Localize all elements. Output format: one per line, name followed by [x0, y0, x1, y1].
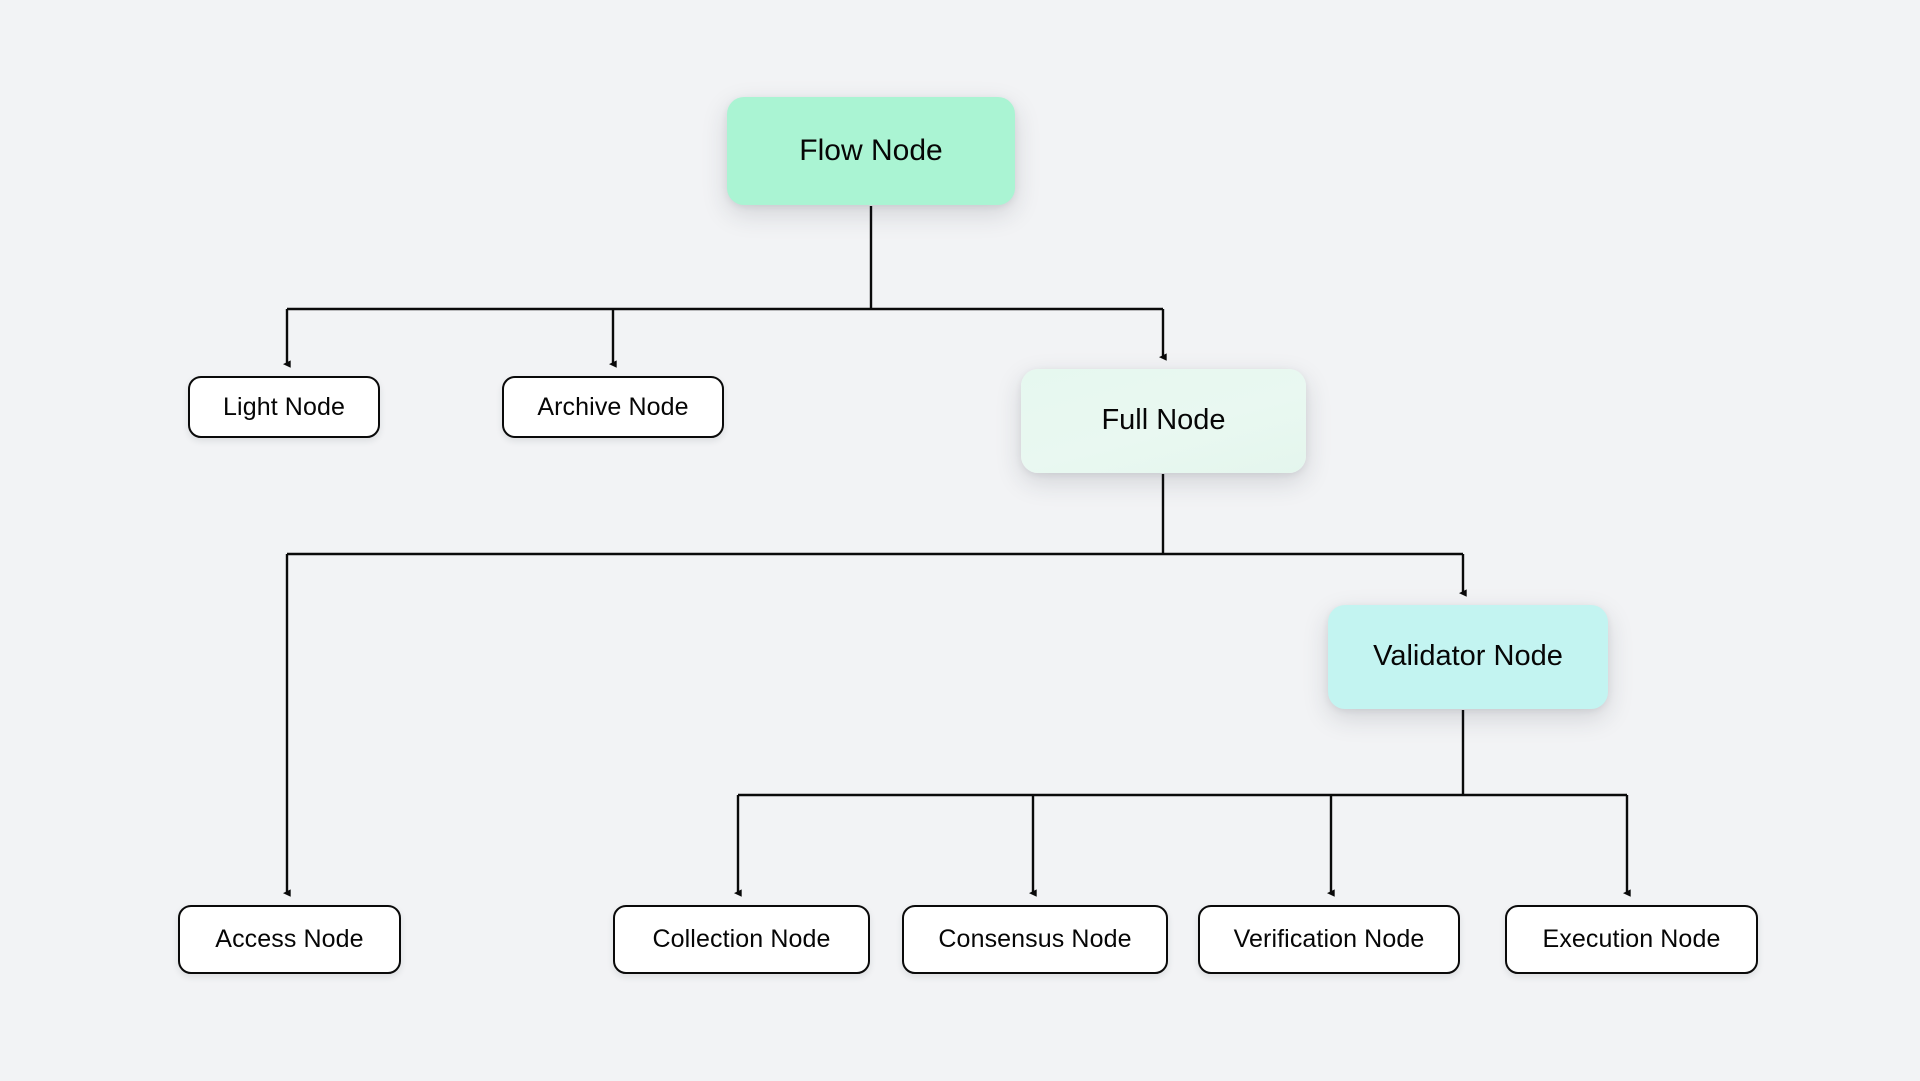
node-full-node[interactable]: Full Node: [1021, 369, 1306, 473]
node-collection-node[interactable]: Collection Node: [613, 905, 870, 974]
node-label: Validator Node: [1373, 640, 1563, 673]
node-label: Flow Node: [799, 133, 943, 167]
node-execution-node[interactable]: Execution Node: [1505, 905, 1758, 974]
node-archive-node[interactable]: Archive Node: [502, 376, 724, 438]
node-label: Archive Node: [537, 392, 689, 421]
node-label: Execution Node: [1542, 925, 1721, 954]
node-label: Verification Node: [1233, 925, 1425, 954]
node-consensus-node[interactable]: Consensus Node: [902, 905, 1168, 974]
node-label: Full Node: [1101, 404, 1226, 437]
node-label: Access Node: [215, 925, 364, 954]
node-access-node[interactable]: Access Node: [178, 905, 401, 974]
node-validator-node[interactable]: Validator Node: [1328, 605, 1608, 709]
node-label: Light Node: [223, 392, 345, 421]
node-flow-node[interactable]: Flow Node: [727, 97, 1015, 205]
node-light-node[interactable]: Light Node: [188, 376, 380, 438]
node-verification-node[interactable]: Verification Node: [1198, 905, 1460, 974]
node-label: Collection Node: [652, 925, 831, 954]
node-label: Consensus Node: [938, 925, 1132, 954]
